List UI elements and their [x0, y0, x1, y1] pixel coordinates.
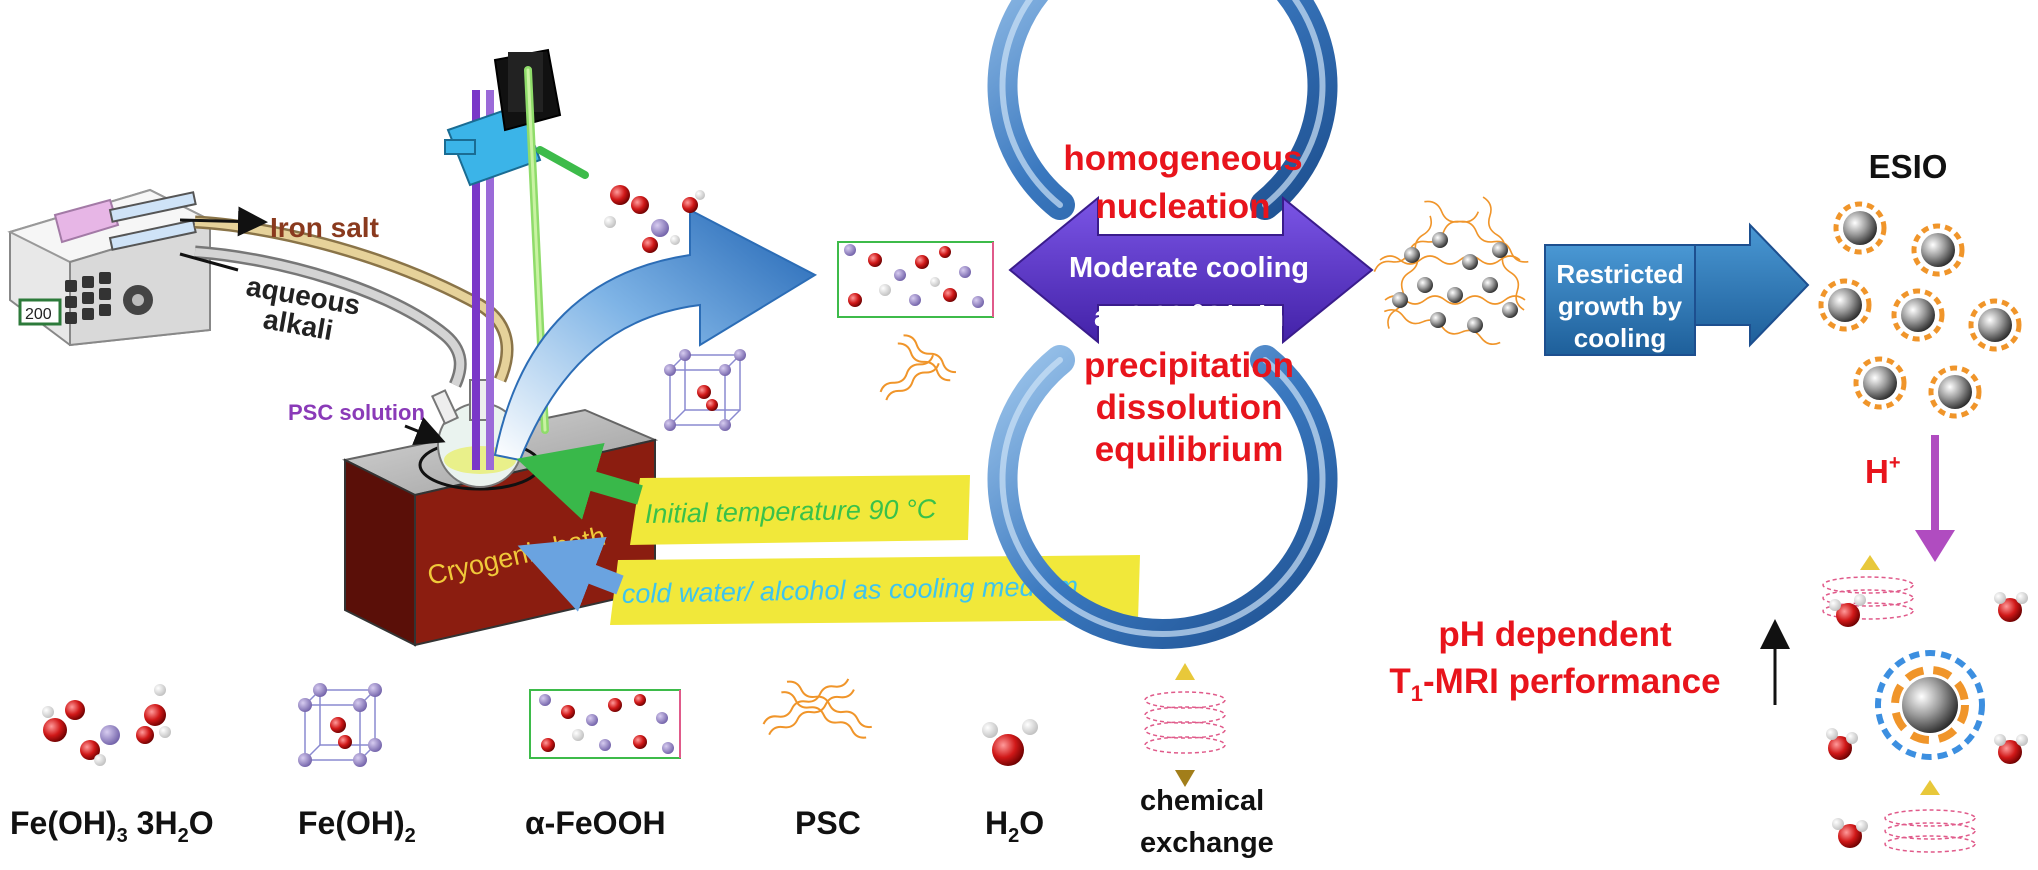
legend-psc-icon — [762, 678, 872, 739]
feooh-lattice-icon — [837, 241, 994, 318]
legend-feoh3-icon — [42, 684, 171, 766]
restricted-line2: growth by — [1558, 291, 1683, 321]
legend-feooh-icon — [529, 689, 681, 759]
legend-label-feoh2: Fe(OH)2 — [298, 805, 416, 847]
dissolution-label: dissolution — [1096, 388, 1283, 427]
legend-feoh2-icon — [298, 683, 382, 767]
double-arrow-icon — [1008, 195, 1374, 345]
legend-label-psc: PSC — [795, 805, 861, 841]
molecule-icon — [604, 185, 705, 253]
pump-display: 200 — [25, 306, 52, 323]
legend-label-feooh: α-FeOOH — [525, 805, 666, 841]
restricted-growth-box — [1544, 244, 1696, 356]
cooling-rate-line2: at 0.28 oC/min — [1094, 298, 1284, 333]
legend-label-exchange-2: exchange — [1140, 827, 1274, 859]
water-exchange-icon — [1822, 555, 2028, 865]
restricted-line3: cooling — [1574, 323, 1666, 353]
initial-temperature-label: Initial temperature 90 °C — [645, 494, 937, 529]
syringe-pump-icon: 200 — [7, 188, 213, 347]
legend-water-icon — [982, 719, 1038, 766]
esio-label: ESIO — [1869, 148, 1948, 185]
ph-dependent-line2: T1-MRI performance — [1389, 662, 1720, 706]
psc-solution-label: PSC solution — [288, 400, 425, 425]
restricted-line1: Restricted — [1556, 259, 1683, 289]
nucleation-label: nucleation — [1095, 187, 1270, 226]
h-plus-label: H+ — [1865, 452, 1901, 490]
psc-fiber-icon — [879, 334, 956, 401]
legend-label-water: H2O — [985, 805, 1044, 847]
legend-exchange-icon — [1144, 663, 1226, 787]
stirrer-icon — [444, 48, 589, 470]
esio-nanoparticles-icon — [1818, 201, 2022, 419]
nanoparticle-cluster-icon — [1373, 196, 1529, 346]
homogeneous-label: homogeneous — [1063, 139, 1302, 178]
process-arrow-icon — [493, 208, 818, 462]
iron-salt-label: Iron salt — [270, 212, 379, 243]
precipitation-label: precipitation — [1084, 346, 1294, 385]
cycle-ring-icon — [987, 0, 1338, 649]
legend-label-exchange-1: chemical — [1140, 785, 1264, 817]
feoh2-lattice-icon — [664, 349, 746, 431]
cooling-rate-line1: Moderate cooling — [1069, 252, 1309, 284]
ph-dependent-line1: pH dependent — [1438, 615, 1672, 654]
equilibrium-label: equilibrium — [1095, 430, 1284, 469]
legend-label-feoh3: Fe(OH)3 3H2O — [10, 805, 214, 847]
